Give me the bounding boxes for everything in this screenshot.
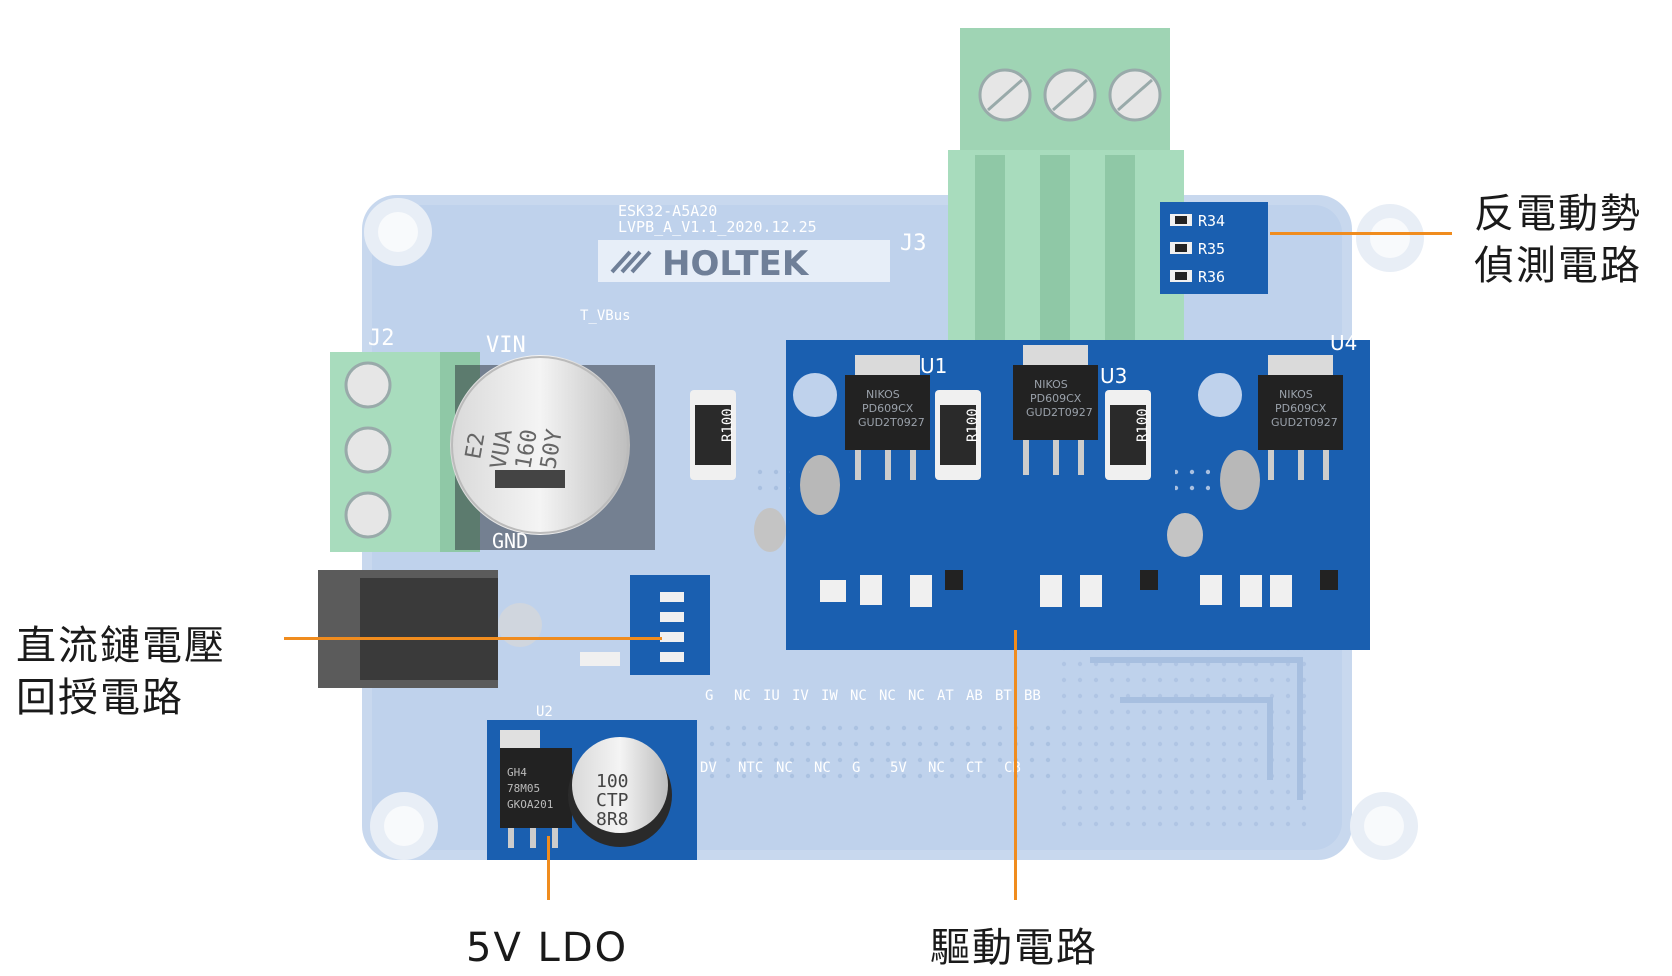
header-pin-label: G (852, 760, 860, 776)
shunt-resistors: R100 R100 R100 (690, 390, 1151, 480)
silk-revision: LVPB_A_V1.1_2020.12.25 (618, 218, 817, 236)
svg-text:GKOA201: GKOA201 (507, 798, 553, 811)
label-gnd: GND (492, 529, 528, 553)
header-pin-label: IW (821, 688, 838, 704)
svg-text:R100: R100 (1135, 408, 1151, 442)
header-pin-label: NC (879, 688, 896, 704)
svg-text:GUD2T0927: GUD2T0927 (1026, 406, 1093, 419)
svg-text:PD609CX: PD609CX (1275, 402, 1327, 415)
svg-text:E2: E2 (461, 431, 490, 461)
callout-dcbus-line1: 直流鏈電壓 (16, 623, 226, 669)
svg-text:PD609CX: PD609CX (862, 402, 914, 415)
label-u2: U2 (536, 704, 553, 720)
header-pin-label: NC (734, 688, 751, 704)
callout-ldo: 5V LDO (466, 925, 629, 971)
label-u3: U3 (1100, 364, 1127, 388)
header-pin-label: CB (1004, 760, 1021, 776)
header-pin-label: IV (792, 688, 809, 704)
label-r36: R36 (1198, 268, 1225, 286)
label-t-vbus: T_VBus (580, 308, 631, 324)
header-pin-label: NC (908, 688, 925, 704)
capacitor-e2: E2 VUA 160 50Y VIN GND (450, 333, 655, 553)
label-j3: J3 (900, 231, 927, 256)
label-r34: R34 (1198, 212, 1225, 230)
svg-text:NIKOS: NIKOS (1279, 388, 1313, 401)
header-pin-label: CT (966, 760, 983, 776)
header-pin-label: NC (850, 688, 867, 704)
svg-text:GH4: GH4 (507, 766, 527, 779)
mosfets: NIKOS PD609CX GUD2T0927 U1 NIKOS PD609CX… (845, 331, 1357, 480)
svg-text:78M05: 78M05 (507, 782, 540, 795)
svg-text:CTP: CTP (596, 790, 629, 811)
svg-text:PD609CX: PD609CX (1030, 392, 1082, 405)
header-pin-label: NC (928, 760, 945, 776)
header-pin-label: NTC (738, 760, 763, 776)
callout-bemf: 反電動勢 偵測電路 (1474, 188, 1642, 292)
header-pin-label: NC (814, 760, 831, 776)
label-u1: U1 (920, 354, 947, 378)
svg-text:R100: R100 (965, 408, 981, 442)
silkscreen-header: ESK32-A5A20 LVPB_A_V1.1_2020.12.25 HOLTE… (580, 202, 927, 324)
holtek-logo: HOLTEK (662, 244, 810, 284)
header-pin-label: AT (937, 688, 954, 704)
svg-text:100: 100 (596, 771, 629, 792)
label-u4: U4 (1330, 331, 1357, 355)
label-r35: R35 (1198, 240, 1225, 258)
callout-driver: 驅動電路 (930, 925, 1098, 971)
callout-bemf-line2: 偵測電路 (1474, 243, 1642, 289)
header-pin-label: DV (700, 760, 717, 776)
callout-dcbus: 直流鏈電壓 回授電路 (16, 620, 226, 724)
dc-barrel-jack (318, 570, 542, 688)
svg-text:GUD2T0927: GUD2T0927 (858, 416, 925, 429)
leader-driver (1014, 630, 1017, 900)
bemf-resistor-area: R34 R35 R36 (1160, 202, 1268, 294)
leader-dcbus (284, 637, 662, 640)
header-pin-label: 5V (890, 760, 907, 776)
svg-text:NIKOS: NIKOS (1034, 378, 1068, 391)
svg-text:8R8: 8R8 (596, 809, 629, 830)
silk-model: ESK32-A5A20 (618, 202, 717, 220)
terminal-block-j3 (948, 28, 1184, 340)
svg-text:GUD2T0927: GUD2T0927 (1271, 416, 1338, 429)
dc-link-feedback-area (580, 575, 710, 675)
header-pin-label: BB (1024, 688, 1041, 704)
header-pin-label: G (705, 688, 713, 704)
svg-text:NIKOS: NIKOS (866, 388, 900, 401)
header-pin-label: NC (776, 760, 793, 776)
header-pin-label: IU (763, 688, 780, 704)
leader-bemf (1270, 232, 1452, 235)
label-vin: VIN (486, 333, 526, 358)
driver-smd-parts (754, 450, 1338, 607)
header-pin-label: BT (995, 688, 1012, 704)
leader-ldo (547, 836, 550, 900)
callout-bemf-line1: 反電動勢 (1474, 191, 1642, 237)
mounting-standoffs (364, 198, 1424, 860)
callout-dcbus-line2: 回授電路 (16, 675, 184, 721)
ldo-area: GH4 78M05 GKOA201 100 CTP 8R8 U2 (487, 704, 697, 860)
label-j2: J2 (368, 326, 395, 351)
header-pin-label: AB (966, 688, 983, 704)
svg-text:R100: R100 (720, 408, 736, 442)
